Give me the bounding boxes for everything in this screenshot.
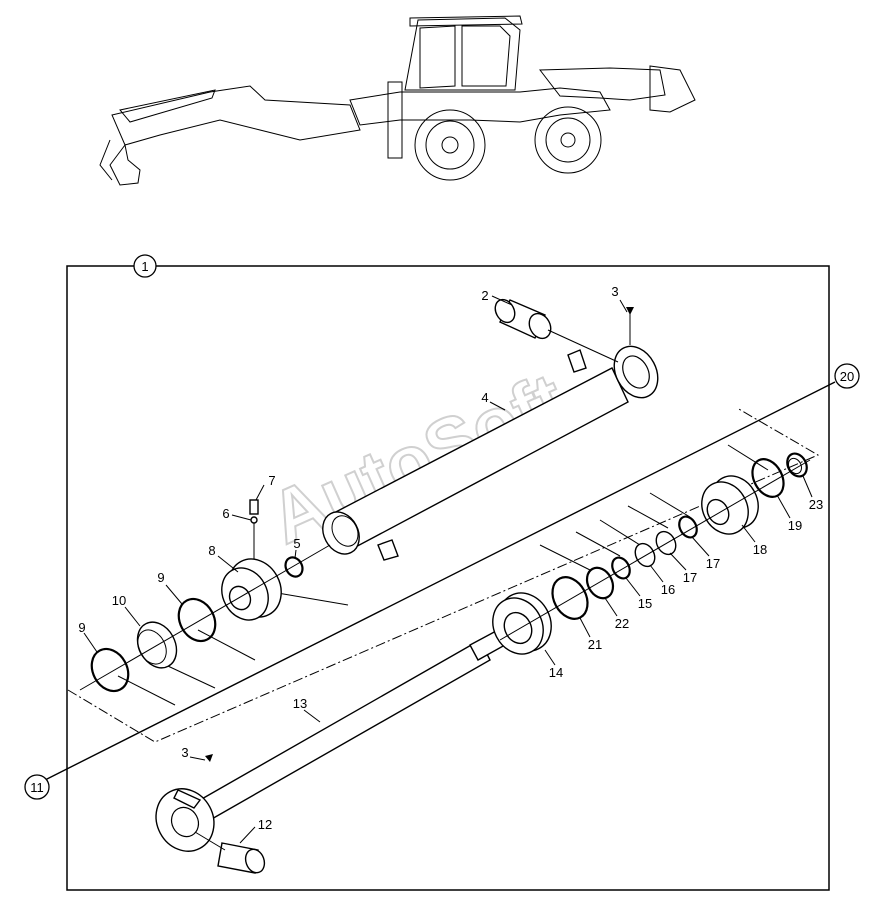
- cylinder-barrel: [322, 345, 659, 561]
- assembly-frame: [66, 265, 830, 891]
- label-13: 13: [293, 696, 307, 711]
- label-8: 8: [208, 543, 215, 558]
- callout-20: 20: [834, 363, 860, 389]
- label-9-upper: 9: [157, 570, 164, 585]
- bushing-bottom: [217, 842, 266, 874]
- set-screw-pin: [249, 499, 259, 565]
- piston-axis: [79, 544, 331, 691]
- kit-leader-ticks: [117, 444, 769, 706]
- label-14: 14: [549, 665, 563, 680]
- ring-16: [634, 542, 656, 568]
- svg-text:20: 20: [840, 369, 854, 384]
- label-16: 16: [661, 582, 675, 597]
- svg-text:11: 11: [30, 780, 44, 795]
- label-5: 5: [293, 536, 300, 551]
- piston-rod: [155, 629, 506, 852]
- label-4: 4: [481, 390, 488, 405]
- label-23: 23: [809, 497, 823, 512]
- ring-23: [786, 452, 808, 478]
- label-22: 22: [615, 616, 629, 631]
- label-17-a: 17: [683, 570, 697, 585]
- bushing-top: [494, 298, 552, 340]
- label-leaders: [83, 295, 631, 844]
- o-ring-5: [284, 556, 304, 578]
- callout-1: 1: [133, 254, 157, 278]
- label-2: 2: [481, 288, 488, 303]
- label-9-lower: 9: [78, 620, 85, 635]
- label-19: 19: [788, 518, 802, 533]
- label-6: 6: [222, 506, 229, 521]
- callout-11: 11: [24, 774, 50, 800]
- ring-17-a: [655, 530, 677, 556]
- ring-9-lower: [90, 647, 130, 693]
- label-15: 15: [638, 596, 652, 611]
- gland-nut: [492, 592, 552, 655]
- label-12: 12: [258, 817, 272, 832]
- label-17-b: 17: [706, 556, 720, 571]
- ring-17-b: [678, 515, 698, 539]
- ring-15: [611, 556, 631, 580]
- cylinder-gland: [701, 475, 759, 535]
- ring-9-upper: [177, 597, 217, 643]
- bushing-bottom-axis: [194, 831, 226, 851]
- svg-text:1: 1: [141, 259, 148, 274]
- watermark: AutoSoft: [258, 357, 577, 560]
- kit-leader-line: [44, 381, 836, 781]
- ring-21: [551, 576, 589, 620]
- gland-axis: [499, 459, 811, 641]
- fitting-arrow-top: [626, 307, 634, 315]
- bushing-axis: [547, 329, 619, 363]
- backhoe-loader-illustration: [99, 15, 696, 186]
- label-10: 10: [112, 593, 126, 608]
- label-18: 18: [753, 542, 767, 557]
- seal-kit-outline: [67, 407, 820, 743]
- label-3-bottom: 3: [181, 745, 188, 760]
- label-7: 7: [268, 473, 275, 488]
- label-21: 21: [588, 637, 602, 652]
- fitting-arrow-bottom: [205, 754, 213, 762]
- label-3-top: 3: [611, 284, 618, 299]
- gland-label-leaders: [579, 475, 813, 638]
